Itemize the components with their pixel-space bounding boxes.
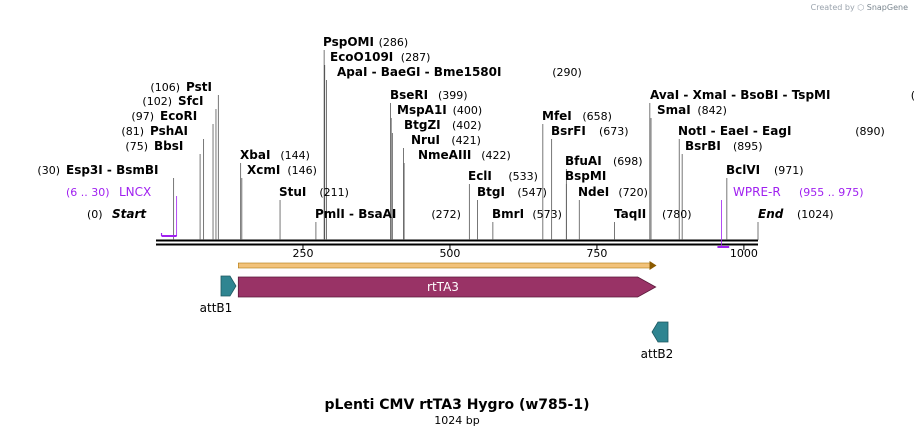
enzyme-position-label: (399) <box>438 89 468 102</box>
feature-rttA3 <box>237 276 657 298</box>
enzyme-position-label: (673) <box>599 125 629 138</box>
plasmid-title: pLenti CMV rtTA3 Hygro (w785-1) <box>324 397 590 413</box>
enzyme-position-label: (146) <box>287 164 317 177</box>
enzyme-label-mspa1i: MspA1I <box>397 103 447 117</box>
enzyme-label-pshai: PshAI <box>150 124 188 138</box>
enzyme-label-ecli: EclI <box>468 169 492 183</box>
watermark-prefix: Created by <box>810 3 855 12</box>
end-label: End <box>758 207 784 221</box>
enzyme-position-label: (780) <box>662 208 692 221</box>
enzyme-label-bseri: BseRI <box>390 88 428 102</box>
enzyme-label-stui: StuI <box>279 185 306 199</box>
enzyme-position-label: (211) <box>319 186 349 199</box>
enzyme-position-label: (547) <box>517 186 547 199</box>
enzyme-position-label: (895) <box>733 140 763 153</box>
enzyme-label-taqii: TaqII <box>614 207 646 221</box>
ruler-tick-label: 250 <box>292 247 313 260</box>
feature-label-attb2: attB2 <box>641 347 674 361</box>
enzyme-label-xbai: XbaI <box>240 148 270 162</box>
enzyme-position-label: (97) <box>131 110 154 123</box>
enzyme-position-label: (533) <box>508 170 538 183</box>
orf-arrowhead <box>649 261 657 270</box>
primer-label-wpre-r: WPRE-R <box>733 185 781 199</box>
watermark-brand: SnapGene <box>866 3 908 12</box>
enzyme-position-label: (971) <box>774 164 804 177</box>
enzyme-label-pmli: PmlI - BsaAI <box>315 207 396 221</box>
enzyme-label-btgi: BtgI <box>477 185 505 199</box>
start-label: Start <box>112 207 147 221</box>
enzyme-label-noti: NotI - EaeI - EagI <box>678 124 791 138</box>
enzyme-label-bfuai: BfuAI <box>565 154 602 168</box>
enzyme-position-label: (842) <box>697 104 727 117</box>
enzyme-position-label: (75) <box>125 140 148 153</box>
enzyme-label-ecoo109i: EcoO109I <box>330 50 393 64</box>
enzyme-position-label: (272) <box>431 208 461 221</box>
enzyme-position-label: (400) <box>453 104 483 117</box>
enzyme-label-bbsi: BbsI <box>154 139 183 153</box>
snapgene-logo-icon: ⬡ <box>857 3 865 12</box>
enzyme-position-label: (30) <box>37 164 60 177</box>
feature-label-attb1: attB1 <box>200 301 233 315</box>
primer-range-label: (6 .. 30) <box>66 186 110 199</box>
ruler-tick-label: 1000 <box>730 247 758 260</box>
enzyme-label-esp3i: Esp3I - BsmBI <box>66 163 158 177</box>
enzyme-position-label: (720) <box>618 186 648 199</box>
enzyme-label-ecori: EcoRI <box>160 109 197 123</box>
feature-label-rtta3: rtTA3 <box>427 280 459 294</box>
feature-attb1 <box>220 275 237 297</box>
enzyme-label-smai: SmaI <box>657 103 691 117</box>
enzyme-position-label: (287) <box>401 51 431 64</box>
enzyme-label-bsrfi: BsrFI <box>551 124 586 138</box>
ruler-tick-label: 750 <box>586 247 607 260</box>
enzyme-position-label: (290) <box>552 66 582 79</box>
enzyme-label-btgzi: BtgZI <box>404 118 441 132</box>
enzyme-label-xcmi: XcmI <box>247 163 280 177</box>
enzyme-label-mfei: MfeI <box>542 109 572 123</box>
enzyme-position-label: (698) <box>613 155 643 168</box>
enzyme-position-label: (402) <box>452 119 482 132</box>
enzyme-label-nrui: NruI <box>411 133 440 147</box>
ruler-tick-label: 500 <box>439 247 460 260</box>
enzyme-label-bsrbi: BsrBI <box>685 139 721 153</box>
enzyme-label-ndei: NdeI <box>578 185 609 199</box>
enzyme-position-label: (658) <box>582 110 612 123</box>
enzyme-position-label: (81) <box>121 125 144 138</box>
enzyme-position-label: (422) <box>481 149 511 162</box>
end-position-label: (1024) <box>797 208 834 221</box>
enzyme-label-pspomi: PspOMI <box>323 35 374 49</box>
enzyme-label-psti: PstI <box>186 80 212 94</box>
plasmid-length: 1024 bp <box>434 414 480 427</box>
enzyme-position-label: (102) <box>142 95 172 108</box>
primer-label-lncx: LNCX <box>119 185 151 199</box>
enzyme-position-label: (421) <box>451 134 481 147</box>
enzyme-label-bclvi: BclVI <box>726 163 760 177</box>
enzyme-label-bmri: BmrI <box>492 207 524 221</box>
enzyme-label-avai: AvaI - XmaI - BsoBI - TspMI <box>650 88 830 102</box>
enzyme-position-label: (840) <box>911 89 914 102</box>
primer-range-label: (955 .. 975) <box>799 186 864 199</box>
enzyme-label-sfci: SfcI <box>178 94 203 108</box>
enzyme-position-label: (106) <box>150 81 180 94</box>
orf-bar <box>238 262 651 269</box>
enzyme-label-bspmi: BspMI <box>565 169 606 183</box>
enzyme-position-label: (573) <box>532 208 562 221</box>
watermark: Created by ⬡ SnapGene <box>811 3 908 12</box>
enzyme-position-label: (890) <box>855 125 885 138</box>
start-position-label: (0) <box>87 208 103 221</box>
feature-attb2 <box>651 321 669 343</box>
enzyme-label-apai: ApaI - BaeGI - Bme1580I <box>337 65 501 79</box>
enzyme-label-nmeaiii: NmeAIII <box>418 148 471 162</box>
enzyme-position-label: (144) <box>280 149 310 162</box>
enzyme-position-label: (286) <box>379 36 409 49</box>
